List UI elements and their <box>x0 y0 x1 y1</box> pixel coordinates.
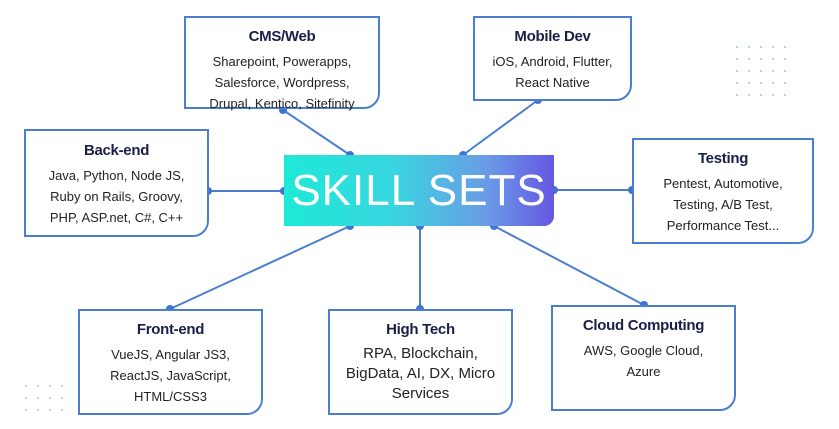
node-title: Testing <box>697 150 749 167</box>
node-title: Cloud Computing <box>582 317 705 334</box>
node-text: AWS, Google Cloud, Azure <box>583 343 704 379</box>
skill-sets-center: SKILL SETS <box>284 155 554 226</box>
node-title: High Tech <box>386 321 455 338</box>
node-title: CMS/Web <box>248 28 316 45</box>
connector-cloud <box>493 225 645 306</box>
node-high-tech: High Tech RPA, Blockchain, BigData, AI, … <box>328 309 513 415</box>
node-front-end: Front-end VueJS, Angular JS3, ReactJS, J… <box>78 309 263 415</box>
node-cms-web: CMS/Web Sharepoint, Powerapps, Salesforc… <box>184 16 380 111</box>
node-testing: Testing Pentest, Automotive, Testing, A/… <box>632 138 814 244</box>
node-text: iOS, Android, Flutter, React Native <box>492 54 613 90</box>
node-title: Mobile Dev <box>514 28 591 45</box>
connector-cms <box>282 109 351 156</box>
decorative-dots-bottom-left <box>25 385 63 411</box>
connector-frontend <box>169 225 351 310</box>
node-title: Back-end <box>83 142 150 159</box>
node-text: VueJS, Angular JS3, ReactJS, JavaScript,… <box>110 347 231 404</box>
node-text: Pentest, Automotive, Testing, A/B Test, … <box>663 176 783 233</box>
node-cloud-computing: Cloud Computing AWS, Google Cloud, Azure <box>551 305 736 411</box>
decorative-dots-top-right <box>736 46 786 96</box>
node-text: Java, Python, Node JS, Ruby on Rails, Gr… <box>48 168 185 225</box>
node-text: Sharepoint, Powerapps, Salesforce, Wordp… <box>209 54 355 111</box>
node-text: RPA, Blockchain, BigData, AI, DX, Micro … <box>345 345 496 402</box>
node-back-end: Back-end Java, Python, Node JS, Ruby on … <box>24 129 209 237</box>
node-title: Front-end <box>136 321 205 338</box>
connector-mobile <box>462 99 539 156</box>
node-mobile-dev: Mobile Dev iOS, Android, Flutter, React … <box>473 16 632 101</box>
